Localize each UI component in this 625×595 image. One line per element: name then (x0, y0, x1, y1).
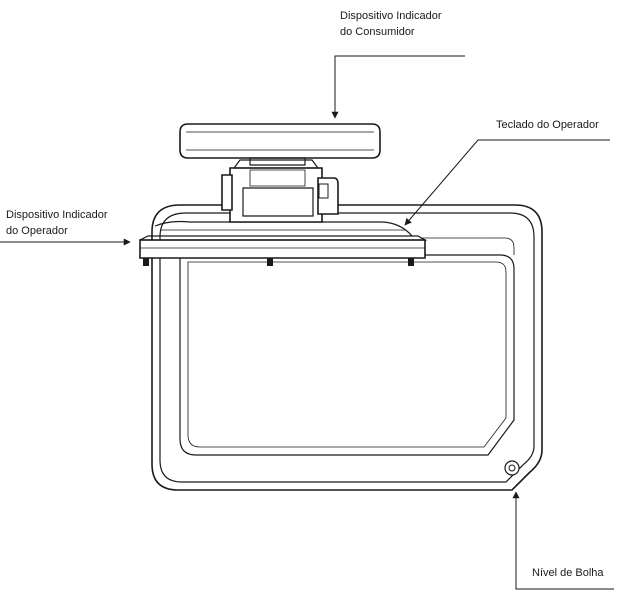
bubble-level-icon (504, 460, 520, 476)
consumer-display-label-line1: Dispositivo Indicador (340, 10, 442, 22)
bubble-level-label: Nível de Bolha (532, 565, 604, 581)
consumer-display-label-line2: do Consumidor (340, 26, 415, 38)
operator-keyboard-label-line1: Teclado do Operador (496, 119, 599, 131)
operator-keyboard-label: Teclado do Operador (496, 117, 599, 133)
leader-operator-keyboard (404, 139, 610, 226)
operator-display-label: Dispositivo Indicador do Operador (6, 207, 108, 239)
leader-bubble-level (512, 491, 614, 590)
scale-body (151, 204, 543, 491)
leader-consumer-display (331, 55, 465, 119)
operator-keyboard-bar (139, 220, 428, 266)
display-column (221, 159, 339, 223)
operator-display-label-line1: Dispositivo Indicador (6, 209, 108, 221)
consumer-display (179, 123, 381, 166)
bubble-level-label-line1: Nível de Bolha (532, 567, 604, 579)
consumer-display-label: Dispositivo Indicador do Consumidor (340, 8, 442, 40)
operator-display-label-line2: do Operador (6, 225, 68, 237)
